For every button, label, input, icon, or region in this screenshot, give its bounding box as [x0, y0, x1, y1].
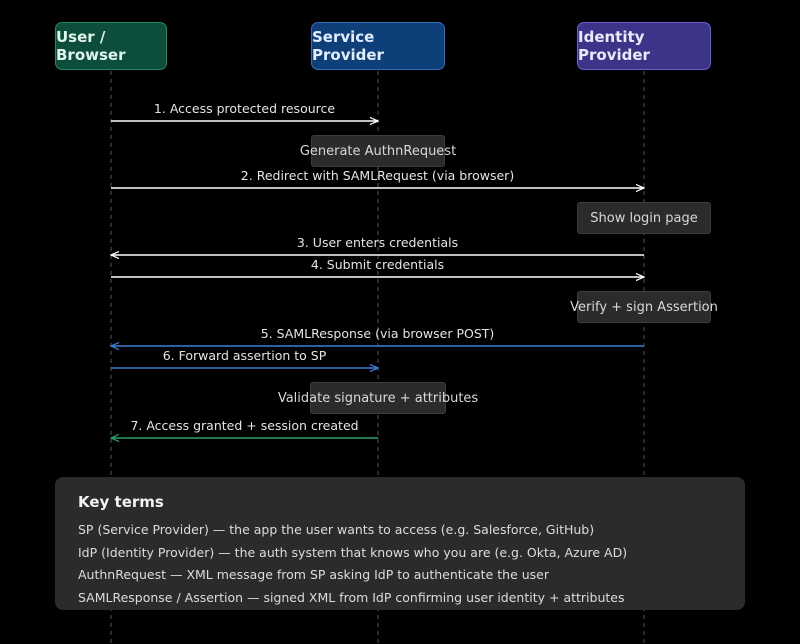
note-verify-sign-assertion: Verify + sign Assertion: [570, 291, 718, 323]
message-label-5: 5. SAMLResponse (via browser POST): [260, 326, 495, 341]
note-show-login-page: Show login page: [577, 202, 711, 234]
note-generate-authnrequest: Generate AuthnRequest: [300, 135, 456, 167]
key-terms-panel: Key terms SP (Service Provider) — the ap…: [55, 477, 745, 610]
note-validate-signature: Validate signature + attributes: [278, 382, 478, 414]
message-label-7: 7. Access granted + session created: [130, 418, 359, 433]
key-terms-title: Key terms: [78, 493, 164, 511]
actor-identity-provider: Identity Provider: [577, 22, 711, 70]
message-label-2: 2. Redirect with SAMLRequest (via browse…: [240, 168, 515, 183]
key-term-authnrequest: AuthnRequest — XML message from SP askin…: [78, 567, 549, 582]
key-term-sp: SP (Service Provider) — the app the user…: [78, 522, 595, 537]
message-label-1: 1. Access protected resource: [153, 101, 336, 116]
message-label-6: 6. Forward assertion to SP: [162, 348, 327, 363]
actor-user-browser: User / Browser: [55, 22, 167, 70]
actor-service-provider: Service Provider: [311, 22, 445, 70]
message-label-4: 4. Submit credentials: [310, 257, 445, 272]
message-label-3: 3. User enters credentials: [296, 235, 459, 250]
key-term-samlresponse: SAMLResponse / Assertion — signed XML fr…: [78, 589, 625, 605]
key-term-idp: IdP (Identity Provider) — the auth syste…: [78, 544, 628, 560]
